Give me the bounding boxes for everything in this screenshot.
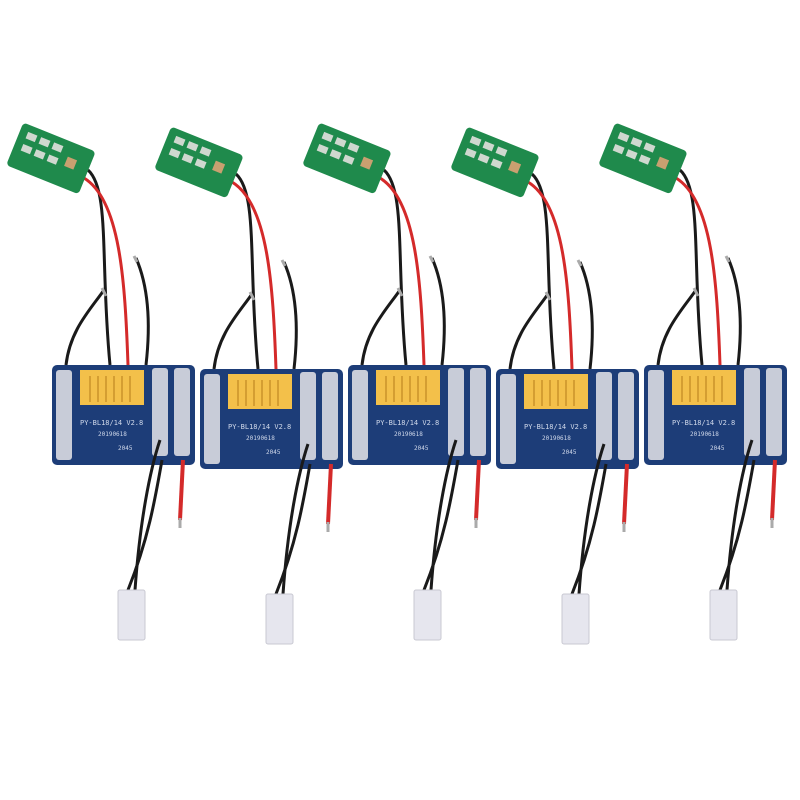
battery-protection-board-unit: PY-BL18/14 V2.8 20190618 2045 [300, 120, 493, 643]
pcb-silkscreen-board-model-text: PY-BL18/14 V2.8 [376, 419, 439, 427]
pcb-silkscreen-board-date-text: 20190618 [246, 435, 275, 442]
pcb-silkscreen-board-model-text: PY-BL18/14 V2.8 [80, 419, 143, 427]
pcb-silkscreen-board-date-text: 20190618 [690, 431, 719, 438]
pcb-silkscreen-board-code-text: 2045 [710, 445, 725, 452]
pcb-silkscreen-board-code-text: 2045 [414, 445, 429, 452]
pcb-silkscreen-board-model-text: PY-BL18/14 V2.8 [672, 419, 735, 427]
battery-protection-board-unit: PY-BL18/14 V2.8 20190618 2045 [448, 124, 641, 647]
pcb-silkscreen-board-model-text: PY-BL18/14 V2.8 [228, 423, 291, 431]
battery-protection-board-unit: PY-BL18/14 V2.8 20190618 2045 [596, 120, 789, 643]
battery-protection-board-unit: PY-BL18/14 V2.8 20190618 2045 [152, 124, 345, 647]
pcb-silkscreen-board-code-text: 2045 [266, 449, 281, 456]
pcb-silkscreen-board-code-text: 2045 [118, 445, 133, 452]
pcb-silkscreen-board-model-text: PY-BL18/14 V2.8 [524, 423, 587, 431]
battery-protection-board-unit: PY-BL18/14 V2.8 20190618 2045 [4, 120, 197, 643]
pcb-silkscreen-board-date-text: 20190618 [394, 431, 423, 438]
pcb-silkscreen-board-date-text: 20190618 [98, 431, 127, 438]
pcb-silkscreen-board-date-text: 20190618 [542, 435, 571, 442]
pcb-silkscreen-board-code-text: 2045 [562, 449, 577, 456]
